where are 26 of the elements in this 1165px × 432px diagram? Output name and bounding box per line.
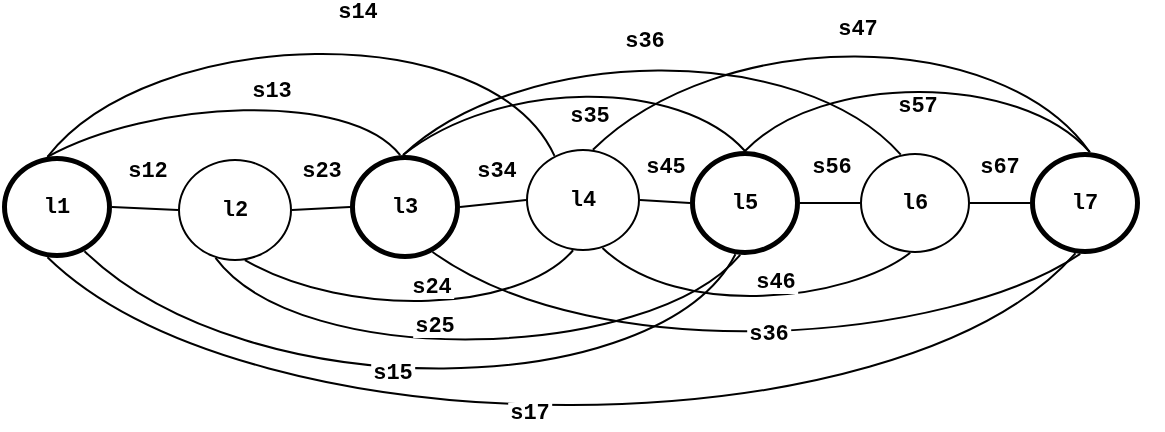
edge-label: s24	[410, 277, 454, 299]
connector-line	[402, 69, 902, 157]
connector-line	[744, 90, 1091, 154]
connector-line	[291, 206, 351, 211]
connector-line	[969, 202, 1031, 204]
connector-line	[83, 250, 737, 370]
connector-line	[46, 53, 556, 158]
state-ellipse: l6	[860, 153, 970, 253]
state-ellipse: l1	[2, 156, 112, 258]
connector-line	[431, 251, 1082, 332]
edge-label: s25	[413, 316, 457, 338]
state-ellipse: l2	[178, 159, 292, 261]
state-ellipse: l3	[350, 155, 460, 259]
connector-line	[459, 199, 527, 208]
state-ellipse: l7	[1030, 152, 1140, 254]
connector-line	[639, 199, 691, 204]
connector-line	[243, 249, 575, 302]
connector-line	[799, 202, 861, 204]
state-ellipse: l4	[526, 149, 640, 251]
connector-line	[402, 95, 746, 157]
state-ellipse: l5	[690, 151, 800, 255]
connector-line	[214, 253, 742, 341]
connector-line	[601, 246, 912, 297]
connector-line	[46, 252, 1077, 407]
connector-line	[111, 206, 179, 211]
edge-label: s46	[754, 272, 798, 294]
